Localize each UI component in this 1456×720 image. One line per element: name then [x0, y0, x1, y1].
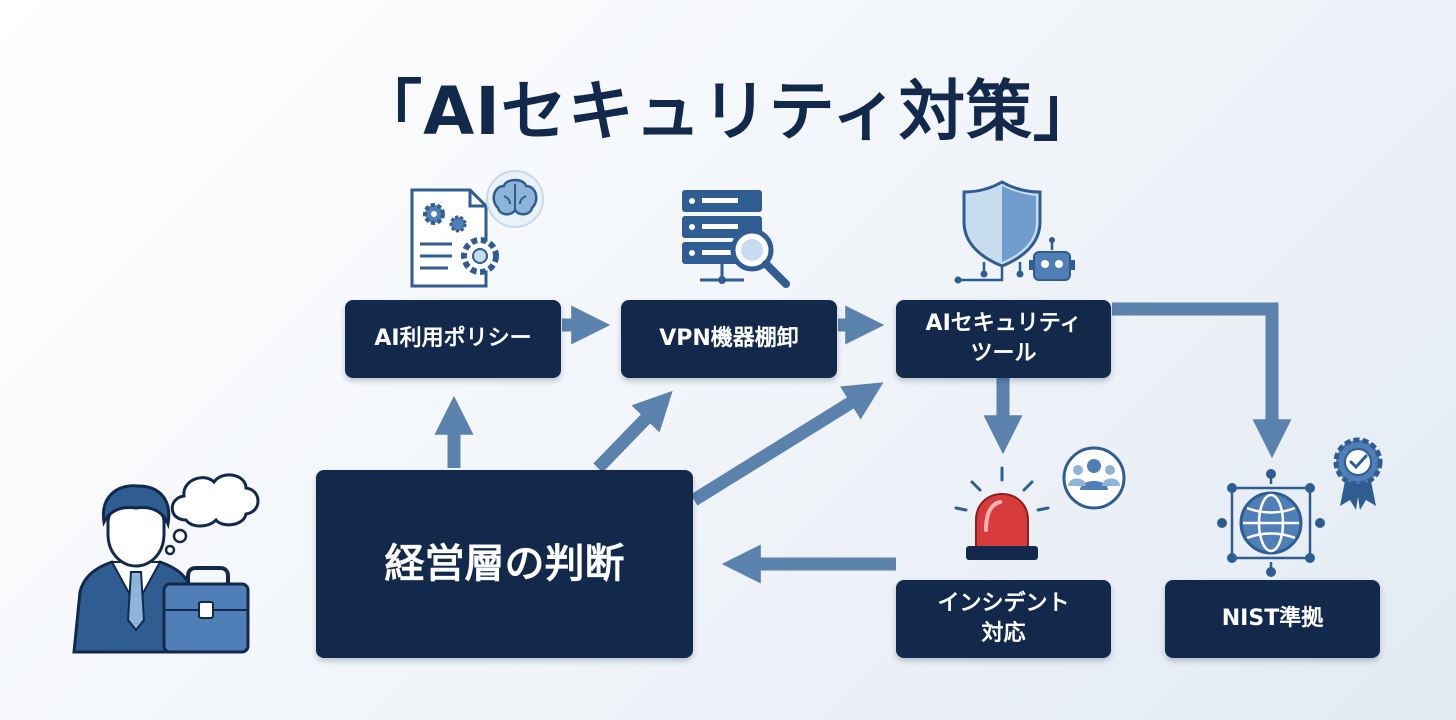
node-incident-response-label-2: 対応	[981, 621, 1026, 646]
node-nist-compliance-label: NIST準拠	[1221, 606, 1324, 632]
arrow-mgmt-to-aitool	[690, 382, 884, 506]
arrow-aitool-to-nist	[1112, 302, 1292, 459]
node-ai-security-tool: AIセキュリティ ツール	[896, 300, 1111, 378]
alarm-light-icon	[954, 466, 1050, 560]
support-team-icon	[1062, 446, 1126, 510]
node-management-decision: 経営層の判断	[316, 470, 693, 658]
page-title: 「AIセキュリティ対策」	[356, 73, 1100, 150]
node-incident-response-label-1: インシデント	[937, 591, 1070, 617]
certification-badge-icon	[1333, 437, 1383, 510]
node-ai-policy-label: AI利用ポリシー	[374, 326, 532, 352]
node-ai-policy: AI利用ポリシー	[345, 300, 561, 378]
node-incident-response: インシデント 対応	[896, 580, 1111, 658]
node-management-decision-label: 経営層の判断	[384, 541, 625, 587]
shield-network-icon	[954, 180, 1042, 284]
node-vpn-inventory-label: VPN機器棚卸	[659, 326, 799, 352]
policy-document-icon	[410, 188, 499, 288]
briefcase-icon	[162, 566, 250, 654]
server-search-icon	[682, 190, 790, 288]
node-ai-security-tool-label-1: AIセキュリティ	[925, 311, 1082, 337]
globe-network-icon	[1217, 469, 1325, 577]
brain-icon	[486, 170, 544, 228]
arrow-mgmt-to-vpn	[593, 390, 673, 473]
node-nist-compliance: NIST準拠	[1165, 580, 1380, 658]
node-vpn-inventory: VPN機器棚卸	[621, 300, 837, 378]
thought-bubble-icon	[164, 473, 260, 556]
node-ai-security-tool-label-2: ツール	[970, 341, 1037, 366]
robot-icon	[1029, 237, 1075, 281]
